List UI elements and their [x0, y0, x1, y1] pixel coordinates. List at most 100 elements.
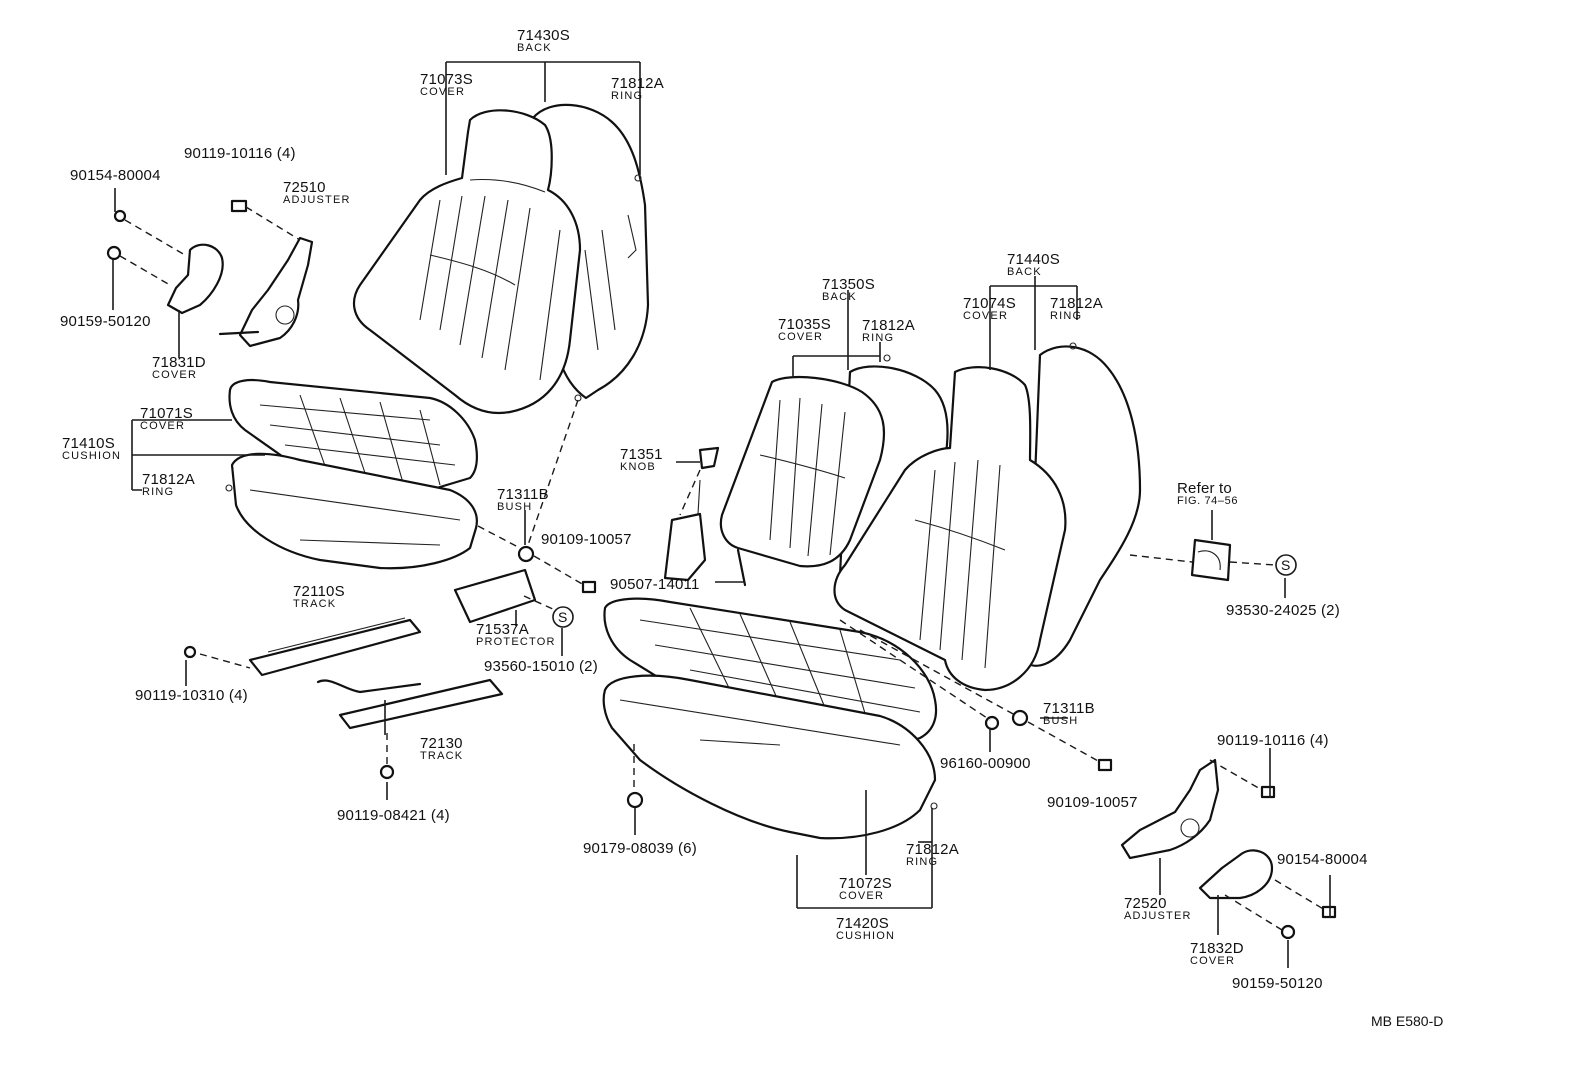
- part-number: 90154-80004: [70, 167, 161, 184]
- part-number: 71812A: [611, 75, 664, 92]
- label-90154-80004-right: 90154-80004: [1277, 852, 1368, 867]
- center-recliner-bracket: [663, 479, 707, 582]
- part-number: 71072S: [839, 875, 892, 892]
- label-72520: 72520 ADJUSTER: [1124, 896, 1192, 922]
- part-description: ADJUSTER: [283, 194, 351, 206]
- part-number: 71440S: [1007, 251, 1060, 268]
- refer-to-text: Refer to: [1177, 480, 1232, 497]
- label-71073S: 71073S COVER: [420, 72, 473, 98]
- part-number: 71074S: [963, 295, 1016, 312]
- part-number: 71311B: [1043, 700, 1095, 717]
- knob-71351: [698, 446, 720, 470]
- label-90119-08421: 90119-08421 (4): [337, 808, 450, 823]
- diagram-code: MB E580-D: [1371, 1013, 1444, 1029]
- label-72510: 72510 ADJUSTER: [283, 180, 351, 206]
- label-93530-24025: 93530-24025 (2): [1226, 603, 1340, 618]
- part-description: RING: [1050, 310, 1083, 322]
- part-number: 96160-00900: [940, 755, 1031, 772]
- left-adjuster-72510: [218, 236, 314, 348]
- center-seat-back-cover: [719, 376, 886, 568]
- right-seat-back-cover: [833, 366, 1067, 692]
- part-number: 71537A: [476, 621, 529, 638]
- s-symbol-circle-right: [1275, 554, 1297, 576]
- part-number: 71420S: [836, 915, 889, 932]
- label-93560-15010: 93560-15010 (2): [484, 659, 598, 674]
- part-number: 90119-10116 (4): [1217, 732, 1329, 749]
- right-seat-cushion-frame: [602, 674, 937, 840]
- right-adjuster-72520: [1120, 758, 1220, 860]
- part-number: 71410S: [62, 435, 115, 452]
- part-description: RING: [611, 90, 644, 102]
- label-96160-00900: 96160-00900: [940, 756, 1031, 771]
- label-71071S: 71071S COVER: [140, 406, 193, 432]
- left-protector-71537A: [453, 568, 537, 624]
- label-71350S: 71350S BACK: [822, 277, 875, 303]
- label-71072S: 71072S COVER: [839, 876, 892, 902]
- part-number: 90507-14011: [610, 576, 700, 593]
- part-number: 71831D: [152, 354, 206, 371]
- label-90159-50120-right: 90159-50120: [1232, 976, 1323, 991]
- part-description: TRACK: [420, 750, 464, 762]
- part-description: CUSHION: [836, 930, 896, 942]
- fasteners: [106, 174, 1337, 940]
- part-number: 90119-08421 (4): [337, 807, 450, 824]
- part-number: 72520: [1124, 895, 1167, 912]
- part-description: COVER: [152, 369, 198, 381]
- label-71420S: 71420S CUSHION: [836, 916, 895, 942]
- label-71812A-back-center: 71812A RING: [862, 318, 915, 344]
- label-71812A-back-right: 71812A RING: [1050, 296, 1103, 322]
- part-description: BUSH: [1043, 715, 1079, 727]
- part-description: RING: [906, 856, 939, 868]
- label-90119-10116-right: 90119-10116 (4): [1217, 733, 1329, 748]
- part-number: 71035S: [778, 316, 831, 333]
- label-90109-10057-left: 90109-10057: [541, 532, 632, 547]
- leader-lines: [112, 61, 1331, 968]
- label-90119-10116-left: 90119-10116 (4): [184, 146, 296, 161]
- part-description: COVER: [420, 86, 466, 98]
- label-90507-14011: 90507-14011: [610, 577, 700, 592]
- part-number: 71812A: [142, 471, 195, 488]
- left-track-72110S: [248, 617, 422, 677]
- part-number: 71350S: [822, 276, 875, 293]
- part-description: BACK: [517, 42, 552, 54]
- s-symbol-left: S: [558, 609, 568, 625]
- part-description: BACK: [822, 291, 857, 303]
- label-90109-10057-right: 90109-10057: [1047, 795, 1138, 810]
- part-number: 71351: [620, 446, 663, 463]
- part-description: RING: [142, 486, 175, 498]
- label-71812A-back-left: 71812A RING: [611, 76, 664, 102]
- left-seat-cushion-frame: [230, 452, 478, 570]
- label-71812A-cushion-right: 71812A RING: [906, 842, 959, 868]
- label-71311B-left: 71311B BUSH: [497, 487, 549, 513]
- label-71074S: 71074S COVER: [963, 296, 1016, 322]
- part-number: 71812A: [862, 317, 915, 334]
- part-number: 93560-15010 (2): [484, 658, 598, 675]
- part-number: 71812A: [1050, 295, 1103, 312]
- part-description: KNOB: [620, 461, 656, 473]
- part-number: 72510: [283, 179, 326, 196]
- part-number: 90159-50120: [60, 313, 151, 330]
- label-71812A-cushion-left: 71812A RING: [142, 472, 195, 498]
- right-side-cover-71832D: [1198, 849, 1274, 900]
- label-71410S: 71410S CUSHION: [62, 436, 121, 462]
- s-symbol-circle-left: [552, 606, 574, 628]
- part-description: COVER: [778, 331, 824, 343]
- left-seat-cushion-cover: [228, 379, 478, 499]
- s-symbol-right: S: [1281, 557, 1291, 573]
- label-71351: 71351 KNOB: [620, 447, 663, 473]
- part-description: BACK: [1007, 266, 1042, 278]
- part-number: 90109-10057: [541, 531, 632, 548]
- left-seat-back-cover: [352, 109, 582, 415]
- part-number: 90159-50120: [1232, 975, 1323, 992]
- part-number: 90179-08039 (6): [583, 840, 697, 857]
- label-71440S: 71440S BACK: [1007, 252, 1060, 278]
- label-72110S: 72110S TRACK: [293, 584, 345, 610]
- part-description: BUSH: [497, 501, 533, 513]
- part-number: 71071S: [140, 405, 193, 422]
- part-description: COVER: [140, 420, 186, 432]
- part-number: 71812A: [906, 841, 959, 858]
- part-number: 90119-10310 (4): [135, 687, 248, 704]
- part-description: COVER: [1190, 955, 1236, 967]
- part-number: 72130: [420, 735, 463, 752]
